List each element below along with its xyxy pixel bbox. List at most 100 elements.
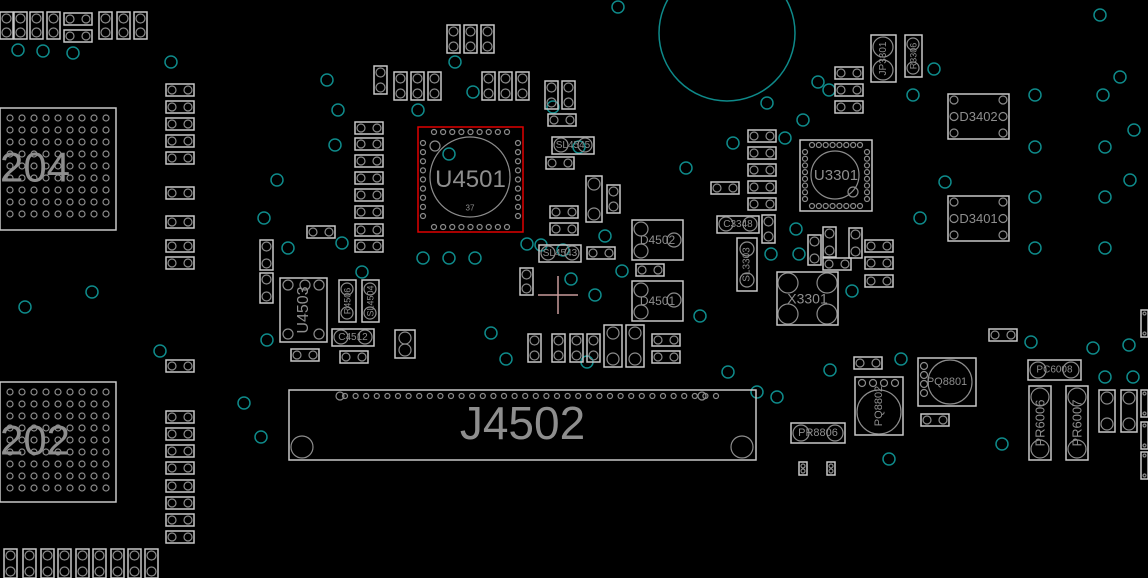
- passive-component[interactable]: [92, 548, 107, 578]
- passive-component[interactable]: [864, 239, 894, 253]
- passive-component[interactable]: [920, 413, 950, 427]
- passive-component[interactable]: [463, 24, 478, 54]
- passive-component[interactable]: [1140, 451, 1148, 480]
- passive-component[interactable]: [988, 328, 1018, 342]
- passive-component[interactable]: [13, 11, 28, 40]
- passive-component[interactable]: [585, 175, 603, 223]
- component-d3402[interactable]: D3402: [947, 93, 1010, 140]
- component-d3401[interactable]: D3401: [947, 195, 1010, 242]
- passive-component[interactable]: [165, 496, 195, 510]
- passive-component[interactable]: [165, 530, 195, 544]
- passive-component[interactable]: [3, 548, 18, 578]
- passive-component[interactable]: [710, 181, 740, 195]
- passive-component[interactable]: [853, 356, 883, 370]
- passive-component[interactable]: [747, 129, 777, 143]
- passive-component[interactable]: [339, 350, 369, 364]
- passive-component[interactable]: [373, 65, 388, 95]
- component-pr8806[interactable]: PR8806: [790, 422, 846, 444]
- passive-component[interactable]: [165, 100, 195, 114]
- passive-component[interactable]: [127, 548, 142, 578]
- passive-component[interactable]: [864, 256, 894, 270]
- passive-component[interactable]: [63, 12, 93, 26]
- component-jp3301[interactable]: JP3301: [870, 34, 897, 83]
- passive-component[interactable]: [98, 11, 113, 40]
- component-sl4545[interactable]: SL4545: [551, 136, 595, 155]
- component-c3348[interactable]: C3348: [716, 215, 760, 234]
- passive-component[interactable]: [864, 274, 894, 288]
- component-r3306[interactable]: R3306: [904, 34, 923, 78]
- passive-component[interactable]: [165, 359, 195, 373]
- passive-component[interactable]: [40, 548, 55, 578]
- passive-component[interactable]: [1140, 309, 1148, 338]
- passive-component[interactable]: [1098, 389, 1116, 433]
- passive-component[interactable]: [747, 163, 777, 177]
- passive-component[interactable]: [1140, 389, 1148, 418]
- passive-component[interactable]: [165, 513, 195, 527]
- component-u204[interactable]: 204: [0, 107, 117, 231]
- passive-component[interactable]: [259, 272, 274, 304]
- passive-component[interactable]: [747, 146, 777, 160]
- passive-component[interactable]: [354, 137, 384, 151]
- passive-component[interactable]: [110, 548, 125, 578]
- component-sl3303[interactable]: SL3303: [736, 237, 758, 292]
- passive-component[interactable]: [354, 205, 384, 219]
- passive-component[interactable]: [761, 214, 776, 244]
- passive-component[interactable]: [747, 180, 777, 194]
- passive-component[interactable]: [354, 188, 384, 202]
- passive-component[interactable]: [410, 71, 425, 101]
- passive-component[interactable]: [826, 461, 836, 476]
- passive-component[interactable]: [165, 427, 195, 441]
- component-u3301[interactable]: U3301: [799, 139, 873, 212]
- passive-component[interactable]: [165, 479, 195, 493]
- passive-component[interactable]: [144, 548, 159, 578]
- passive-component[interactable]: [481, 71, 496, 101]
- component-r4506[interactable]: R4506: [338, 279, 357, 323]
- component-pr6007[interactable]: PR6007: [1065, 385, 1089, 461]
- passive-component[interactable]: [834, 83, 864, 97]
- component-pr6006[interactable]: PR6006: [1028, 385, 1052, 461]
- passive-component[interactable]: [544, 80, 559, 110]
- passive-component[interactable]: [498, 71, 513, 101]
- component-u4503[interactable]: U4503: [279, 277, 328, 343]
- passive-component[interactable]: [549, 205, 579, 219]
- passive-component[interactable]: [354, 223, 384, 237]
- passive-component[interactable]: [165, 83, 195, 97]
- passive-component[interactable]: [603, 324, 623, 368]
- component-c4512[interactable]: C4512: [331, 328, 375, 347]
- passive-component[interactable]: [747, 197, 777, 211]
- passive-component[interactable]: [807, 234, 822, 266]
- passive-component[interactable]: [1140, 421, 1148, 450]
- passive-component[interactable]: [527, 333, 542, 363]
- passive-component[interactable]: [551, 333, 566, 363]
- passive-component[interactable]: [46, 11, 61, 40]
- passive-component[interactable]: [165, 461, 195, 475]
- passive-component[interactable]: [290, 348, 320, 362]
- passive-component[interactable]: [606, 184, 621, 214]
- passive-component[interactable]: [651, 333, 681, 347]
- passive-component[interactable]: [165, 215, 195, 229]
- passive-component[interactable]: [519, 267, 534, 296]
- passive-component[interactable]: [480, 24, 495, 54]
- component-pq8801[interactable]: PQ8801: [917, 357, 977, 407]
- passive-component[interactable]: [393, 71, 408, 101]
- passive-component[interactable]: [822, 226, 837, 258]
- passive-component[interactable]: [651, 350, 681, 364]
- passive-component[interactable]: [635, 263, 665, 277]
- passive-component[interactable]: [165, 444, 195, 458]
- component-x3301[interactable]: X3301: [776, 271, 839, 326]
- passive-component[interactable]: [259, 239, 274, 271]
- passive-component[interactable]: [515, 71, 530, 101]
- passive-component[interactable]: [549, 222, 579, 236]
- passive-component[interactable]: [75, 548, 90, 578]
- passive-component[interactable]: [545, 156, 575, 170]
- component-pc6008[interactable]: PC6008: [1027, 359, 1082, 381]
- passive-component[interactable]: [822, 257, 852, 271]
- passive-component[interactable]: [625, 324, 645, 368]
- component-u202[interactable]: 202: [0, 381, 117, 503]
- passive-component[interactable]: [834, 100, 864, 114]
- passive-component[interactable]: [165, 256, 195, 270]
- component-j4502[interactable]: J4502: [288, 389, 757, 461]
- component-sl4504[interactable]: SL4504: [361, 279, 380, 323]
- passive-component[interactable]: [586, 333, 601, 363]
